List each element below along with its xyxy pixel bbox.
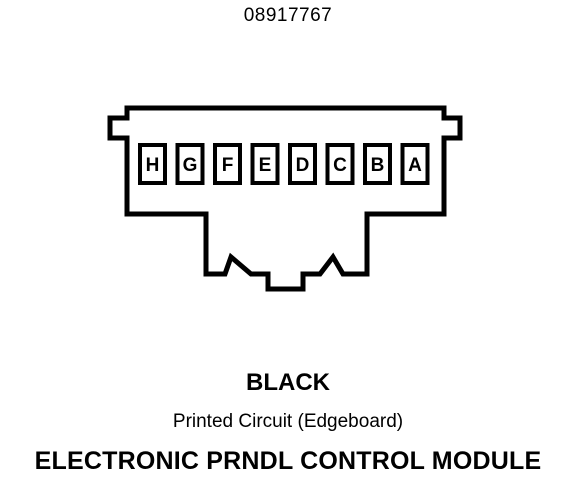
pin-cavity-f: F: [213, 143, 242, 185]
pin-label: E: [259, 155, 272, 176]
connector-type-label: Printed Circuit (Edgeboard): [172, 411, 404, 432]
pin-cavity-g: G: [175, 143, 205, 185]
pin-label: G: [183, 155, 198, 176]
pin-label: C: [333, 155, 347, 176]
pin-cavity-e: E: [250, 143, 280, 185]
pin-label: D: [296, 155, 310, 176]
connector-color-label: BLACK: [246, 369, 330, 396]
connector-body-outline: [107, 105, 463, 292]
pin-label: H: [146, 155, 160, 176]
pin-cavity-h: H: [138, 143, 167, 185]
pin-cavity-b: B: [363, 143, 392, 185]
pin-label: A: [408, 155, 422, 176]
pin-cavity-box: [213, 143, 242, 185]
pin-cavity-box: [250, 143, 280, 185]
pin-cavity-box: [363, 143, 392, 185]
pin-label: B: [371, 155, 385, 176]
pin-cavity-box: [400, 143, 430, 185]
pin-cavity-box: [325, 143, 355, 185]
pin-cavity-box: [175, 143, 205, 185]
pin-cavity-d: D: [288, 143, 317, 185]
pin-label: F: [222, 155, 234, 176]
pin-cavity-c: C: [325, 143, 355, 185]
pin-cavity-a: A: [400, 143, 430, 185]
pin-cavity-box: [138, 143, 167, 185]
module-title: ELECTRONIC PRNDL CONTROL MODULE: [34, 447, 542, 475]
pin-cavity-box: [288, 143, 317, 185]
part-number: 08917767: [243, 5, 333, 26]
